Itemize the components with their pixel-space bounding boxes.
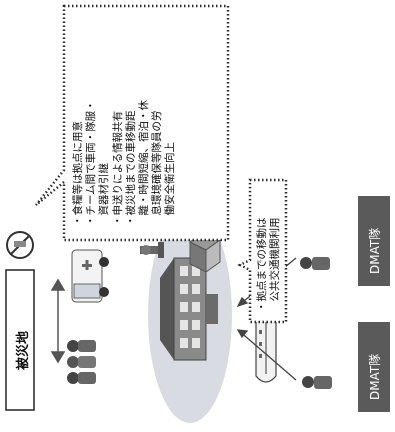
callout-line: 働安全衛生向上 xyxy=(164,142,177,226)
main-callout-text: ・食糧等は拠点に用意 ・チーム間で車両・隊服・ 資器材引継 ・申送りによる情報共… xyxy=(72,100,178,226)
disaster-area-box xyxy=(5,269,35,411)
double-arrow xyxy=(50,278,66,364)
transit-callout-text: ・拠点までの移動は 公共交通機関利用 xyxy=(256,218,282,313)
callout-line: 離・時間短縮、宿泊・休 xyxy=(138,100,151,226)
people-group-icon xyxy=(67,340,96,384)
callout-line: 公共交通機関利用 xyxy=(269,217,282,312)
main-callout-bubble xyxy=(35,4,230,242)
callout-line: 息環境確保等隊員の労 xyxy=(151,110,164,226)
callout-line: ・申送りによる情報共有 xyxy=(111,110,124,226)
callout-line: ・被災地までの車移動距 xyxy=(124,110,137,227)
hub-building-icon xyxy=(160,257,218,361)
water-tap-icon xyxy=(140,242,164,258)
ambulance-icon xyxy=(71,249,109,303)
dmat-box-right xyxy=(358,196,390,286)
dmat-left-label: DMAT隊 xyxy=(368,353,382,400)
disaster-area-label: 被災地 xyxy=(16,330,31,370)
callout-line: 資器材引継 xyxy=(98,163,111,226)
dmat-person-left-icon xyxy=(302,376,332,389)
dmat-box-left xyxy=(358,322,390,412)
no-entry-sign-icon xyxy=(6,231,34,259)
callout-line: ・拠点までの移動は xyxy=(256,217,268,313)
callout-line: ・チーム間で車両・隊服・ xyxy=(85,100,98,226)
dmat-person-right-icon xyxy=(300,257,330,270)
transit-callout-bubble xyxy=(237,178,288,324)
callout-line: ・食糧等は拠点に用意 xyxy=(72,121,84,226)
dmat-right-label: DMAT隊 xyxy=(368,227,382,274)
